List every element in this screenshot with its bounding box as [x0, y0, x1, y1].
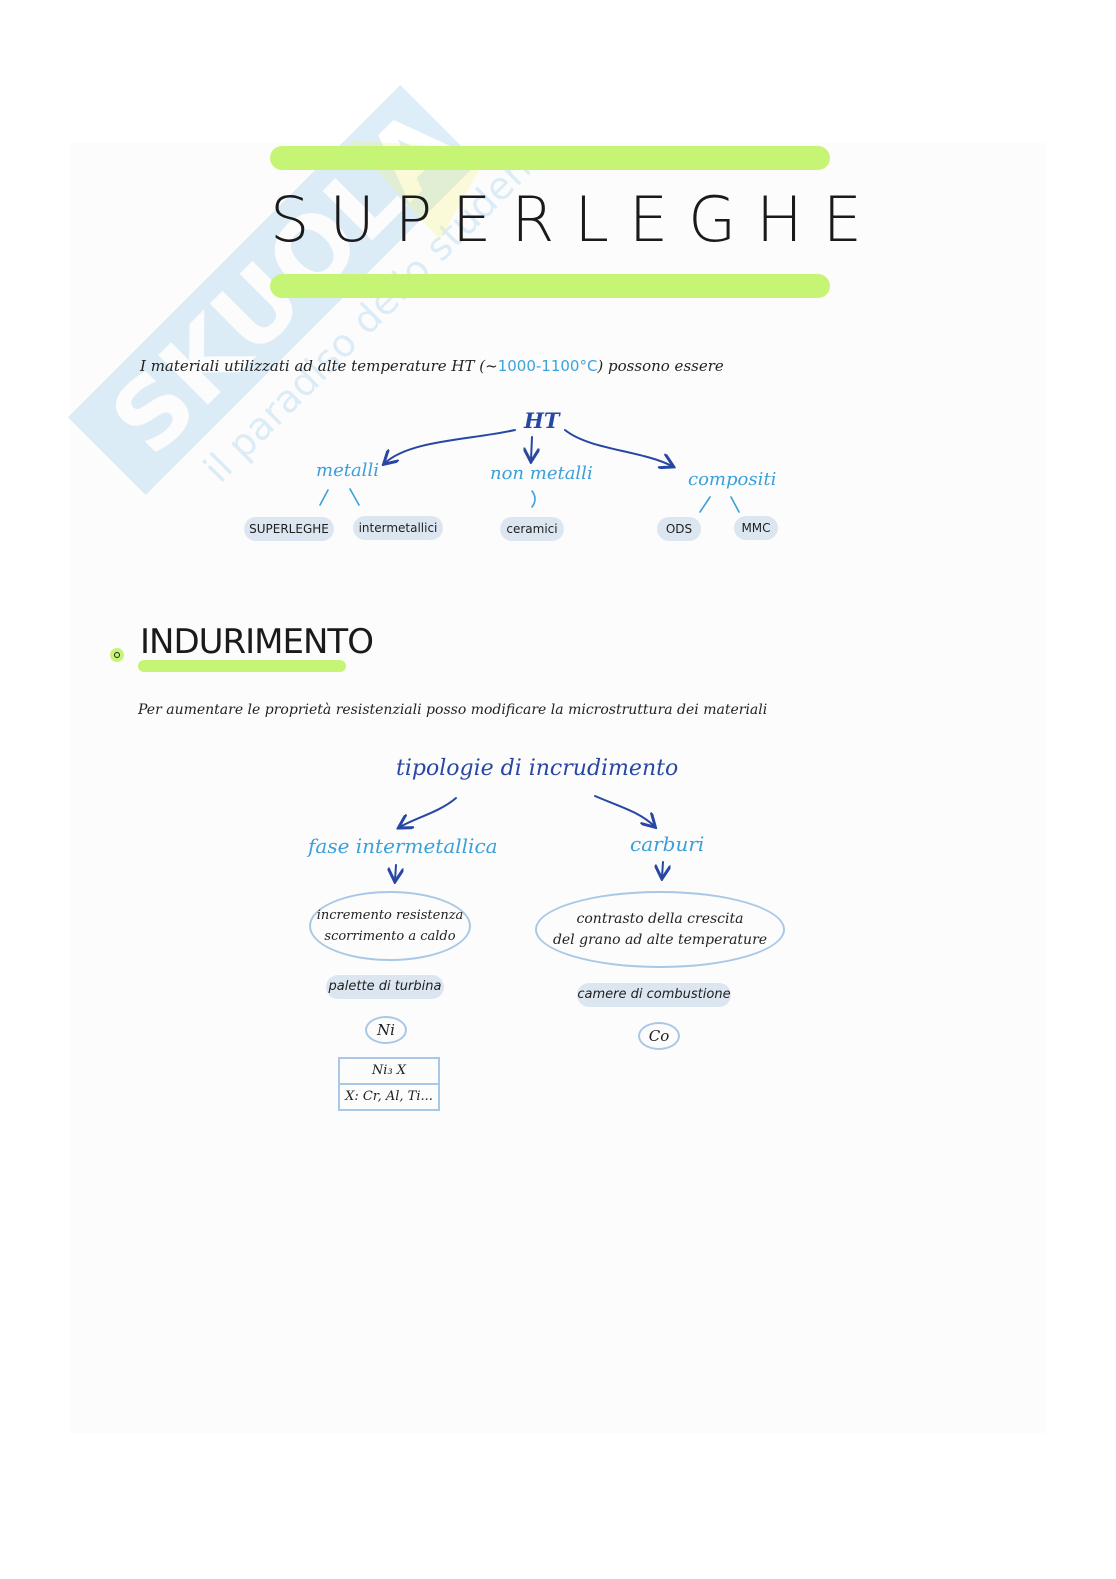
title-highlight-top [270, 146, 830, 170]
effect-oval-left: incremento resistenza scorrimento a cald… [309, 891, 471, 961]
effect-oval-right: contrasto della crescita del grano ad al… [535, 891, 785, 968]
arrow-ht-non-metalli [531, 436, 532, 460]
section-description: Per aumentare le proprietà resistenziali… [138, 702, 768, 718]
arrow-carburi-effect [662, 861, 663, 877]
arrow-ht-metalli [385, 429, 516, 463]
arrow-ht-compositi [564, 429, 672, 466]
tick-intermetallici [349, 488, 360, 506]
element-co: Co [638, 1022, 680, 1050]
ht-root: HT [524, 408, 560, 433]
effect-right-line-2: del grano ad alte temperature [552, 931, 768, 948]
hardening-root: tipologie di incrudimento [396, 756, 679, 781]
tick-mmc [730, 496, 740, 513]
application-pill-left: palette di turbina [326, 975, 444, 999]
pill-superleghe: SUPERLEGHE [244, 517, 334, 541]
notes-page [70, 143, 1046, 1433]
pill-ods: ODS [657, 517, 701, 541]
effect-right-line-1: contrasto della crescita [576, 910, 744, 927]
temperature-range: 1000-1100°C [497, 357, 598, 375]
page-title: SUPERLEGHE [270, 183, 882, 256]
pill-intermetallici: intermetallici [353, 516, 443, 540]
bullet-icon [110, 648, 124, 662]
intro-text: I materiali utilizzati ad alte temperatu… [140, 357, 724, 375]
title-highlight-bottom [270, 274, 830, 298]
branch-carburi: carburi [630, 832, 705, 856]
branch-fase-intermetallica: fase intermetallica [308, 834, 498, 858]
ht-branch-compositi: compositi [688, 469, 777, 490]
formula-elements: X: Cr, Al, Ti... [340, 1083, 438, 1109]
effect-left-line-1: incremento resistenza [316, 908, 464, 923]
ht-branch-metalli: metalli [316, 460, 379, 481]
pill-mmc: MMC [734, 516, 778, 540]
application-pill-right: camere di combustione [577, 983, 731, 1007]
tick-ods [699, 496, 711, 513]
section-highlight [138, 660, 346, 672]
ht-branch-non-metalli: non metalli [490, 463, 593, 484]
arrow-fase-effect [395, 864, 396, 880]
section-title: INDURIMENTO [140, 622, 374, 662]
pill-ceramici: ceramici [500, 517, 564, 541]
tick-ceramici [531, 490, 536, 508]
intro-text-after: ) possono essere [597, 357, 724, 375]
formula-compound: Ni₃ X [371, 1063, 407, 1078]
formula-box: Ni₃ X X: Cr, Al, Ti... [338, 1057, 440, 1111]
arrow-root-fase [400, 797, 457, 827]
tick-superleghe [319, 489, 329, 506]
arrow-root-carburi [594, 795, 654, 826]
effect-left-line-2: scorrimento a caldo [324, 929, 456, 944]
intro-text-before: I materiali utilizzati ad alte temperatu… [140, 357, 498, 375]
element-ni: Ni [365, 1016, 407, 1044]
